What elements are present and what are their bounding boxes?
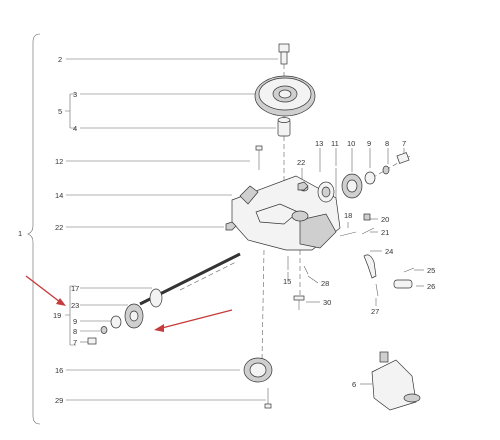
callout-27: 27 <box>371 307 379 316</box>
callout-1: 1 <box>18 229 22 238</box>
callout-5: 5 <box>58 107 62 116</box>
large-gear-part-3 <box>254 75 316 117</box>
callout-17: 17 <box>71 284 79 293</box>
callout-19: 19 <box>53 311 61 320</box>
red-annotation-arrows <box>25 275 233 332</box>
group-bracket-1 <box>27 33 41 425</box>
linkage-parts <box>339 213 377 279</box>
callout-7-top: 7 <box>402 139 406 148</box>
callout-24: 24 <box>385 247 393 256</box>
pin-part-12 <box>255 145 263 170</box>
callout-21: 21 <box>381 228 389 237</box>
callout-29: 29 <box>55 396 63 405</box>
callout-9-bottom: 9 <box>73 317 77 326</box>
upper-right-parts <box>317 152 410 203</box>
callout-2: 2 <box>58 55 62 64</box>
callout-9-top: 9 <box>367 139 371 148</box>
bushing-part-4 <box>277 117 291 137</box>
right-bracket-parts <box>375 267 415 297</box>
callout-28: 28 <box>321 279 329 288</box>
callout-12: 12 <box>55 157 63 166</box>
nut-part-22 <box>225 181 309 231</box>
group-bracket-5 <box>65 93 76 129</box>
callout-7-bottom: 7 <box>73 338 77 347</box>
callout-23: 23 <box>71 301 79 310</box>
callout-25: 25 <box>427 266 435 275</box>
callout-3: 3 <box>73 90 77 99</box>
callout-labels: 1 2 3 4 5 12 14 22 22 13 11 10 9 8 7 18 … <box>18 55 435 405</box>
callout-22-top: 22 <box>297 158 305 167</box>
pin-part-29 <box>264 388 272 409</box>
lower-fasteners <box>287 256 309 310</box>
bolt-part-2 <box>278 43 290 65</box>
callout-4: 4 <box>73 124 77 133</box>
drive-shaft-part-17 <box>87 252 241 345</box>
callout-22-left: 22 <box>55 223 63 232</box>
callout-8-top: 8 <box>385 139 389 148</box>
callout-20: 20 <box>381 215 389 224</box>
main-housing <box>231 175 341 251</box>
callout-15: 15 <box>283 277 291 286</box>
callout-30: 30 <box>323 298 331 307</box>
group-bracket-19 <box>65 285 76 346</box>
callout-11: 11 <box>331 139 339 148</box>
callout-6: 6 <box>352 380 356 389</box>
leader-lines <box>66 58 424 401</box>
callout-8-bottom: 8 <box>73 327 77 336</box>
assembly-part-6 <box>371 351 421 411</box>
callout-10: 10 <box>347 139 355 148</box>
callout-26: 26 <box>427 282 435 291</box>
callout-13: 13 <box>315 139 323 148</box>
callout-18: 18 <box>344 211 352 220</box>
callout-16: 16 <box>55 366 63 375</box>
gear-part-16 <box>243 357 273 383</box>
callout-14: 14 <box>55 191 63 200</box>
